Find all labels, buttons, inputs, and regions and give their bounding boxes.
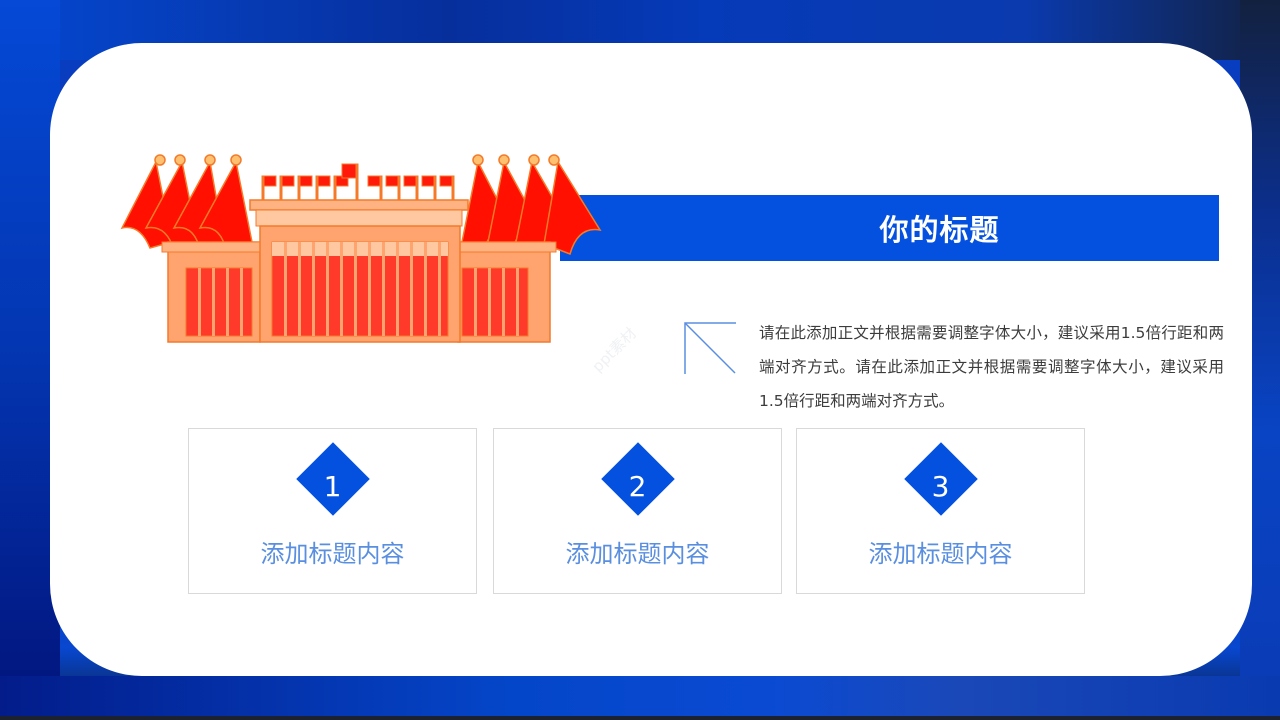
feature-card-1: 1 添加标题内容 xyxy=(188,428,477,594)
feature-number: 3 xyxy=(931,470,950,503)
background-bottom-strip xyxy=(0,716,1280,720)
corner-arrow-icon xyxy=(684,322,736,374)
body-paragraph: 请在此添加正文并根据需要调整字体大小，建议采用1.5倍行距和两端对齐方式。请在此… xyxy=(759,324,1224,410)
right-flags-icon xyxy=(461,159,602,255)
great-hall-illustration xyxy=(120,154,602,343)
background-bottom xyxy=(0,676,1280,716)
feature-label: 添加标题内容 xyxy=(565,540,710,568)
title-banner: 你的标题 xyxy=(560,195,1219,261)
feature-label: 添加标题内容 xyxy=(260,540,405,568)
feature-number: 1 xyxy=(323,470,342,503)
left-flags-icon xyxy=(120,159,253,251)
feature-card-2: 2 添加标题内容 xyxy=(493,428,782,594)
rooftop-flags-icon xyxy=(261,163,455,201)
feature-card-3: 3 添加标题内容 xyxy=(796,428,1085,594)
feature-number: 2 xyxy=(628,470,647,503)
slide-title: 你的标题 xyxy=(879,213,1000,247)
feature-label: 添加标题内容 xyxy=(868,540,1013,568)
